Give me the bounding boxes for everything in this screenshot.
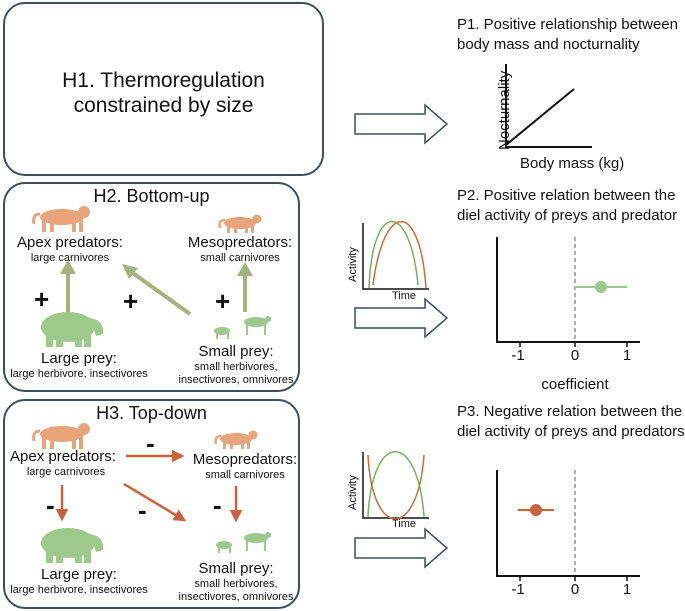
h3-small-prey-label: Small prey: [198,560,274,577]
p2-tick-neg1: -1 [511,347,525,364]
h2-plus-sign-middle: + [123,286,139,316]
p2-prey-curve [368,221,419,289]
h2-arrows [60,260,253,316]
h2-small-prey-label: Small prey: [198,343,274,360]
h3-large-prey-label: Large prey: [41,566,117,583]
h3-minus-sign-middle: - [138,495,147,525]
block-arrow-h3 [354,527,449,569]
p1-title-line2: body mass and nocturnality [457,36,640,53]
h3-mesopredator-silhouette [214,430,258,449]
h2-small-prey-silhouette [214,316,271,339]
h3-apex-predator-silhouette [32,423,90,449]
p2-title-line1: P2. Positive relation between the [457,187,676,204]
p2-xlabel: coefficient [541,376,609,393]
h3-small-prey-silhouette [216,532,271,553]
h2-apex-sub: large carnivores [30,252,110,264]
p2-title-line2: diel activity of preys and predator [457,207,678,224]
p3-point-estimate [530,504,542,516]
h2-small-prey-sub1: small herbivores, [194,361,278,373]
h3-meso-sub: small carnivores [205,469,285,481]
h2-large-prey-sub: large herbivore, insectivores [10,368,148,380]
h3-arrow-apex-to-smallprey [123,482,187,522]
h2-arrow-smallprey-to-apex [128,269,192,316]
p3-title-line2: diel activity of preys and predators [457,423,685,440]
h3-apex-sub: large carnivores [26,466,106,478]
p2-point-estimate [595,281,607,293]
h1-box [3,2,324,176]
h3-minus-sign-left: - [46,490,55,520]
p3-tick-neg1: -1 [511,581,525,598]
h3-title: H3. Top-down [96,403,207,423]
h1-title-line2: constrained by size [73,94,254,117]
h1-title-line1: H1. Thermoregulation [62,69,265,92]
h3-minus-sign-top: - [146,428,155,458]
p3-tick-0: 0 [570,581,580,598]
h3-large-prey-sub: large herbivore, insectivores [10,584,148,596]
p3-predator-curve [367,454,425,520]
h3-arrows [55,449,243,523]
p1-trend-line [505,88,575,146]
p3-prey-curve [367,451,425,518]
p2-tick-1: 1 [622,347,632,364]
p2-mini-xlabel: Time [392,290,417,302]
p2-predator-curve [372,221,427,289]
h2-meso-label: Mesopredators: [187,234,293,251]
p2-coef-plot [496,237,640,347]
p2-tick-0: 0 [570,347,580,364]
h3-small-prey-sub2: insectivores, omnivores [178,591,294,603]
h3-large-prey-silhouette [41,528,104,563]
block-arrow-h2 [354,297,449,339]
h2-title: H2. Bottom-up [93,186,210,206]
h3-apex-label: Apex predators: [10,448,116,465]
block-arrow-h1 [354,103,449,145]
h2-apex-label: Apex predators: [17,234,123,251]
h3-minus-sign-right: - [213,490,222,520]
h2-plus-sign-left: + [34,284,50,314]
h2-mesopredator-silhouette [218,214,262,233]
h2-large-prey-silhouette [41,312,104,347]
h2-large-prey-label: Large prey: [41,350,117,367]
p3-title-line1: P3. Negative relation between the [457,403,683,420]
h3-small-prey-sub1: small herbivores, [194,578,278,590]
h2-meso-sub: small carnivores [200,252,280,264]
h2-plus-sign-right: + [215,286,231,316]
h2-small-prey-sub2: insectivores, omnivores [178,374,294,386]
p3-mini-xlabel: Time [392,518,417,530]
p3-tick-1: 1 [622,581,632,598]
p1-title-line1: P1. Positive relationship between [457,16,678,33]
p3-coef-plot [496,470,640,581]
p3-mini-plot [362,451,429,520]
p1-plot [505,64,592,148]
p1-xlabel: Body mass (kg) [520,155,625,172]
h3-meso-label: Mesopredators: [192,451,298,468]
p2-mini-plot [362,221,429,290]
h2-apex-predator-silhouette [32,206,90,232]
